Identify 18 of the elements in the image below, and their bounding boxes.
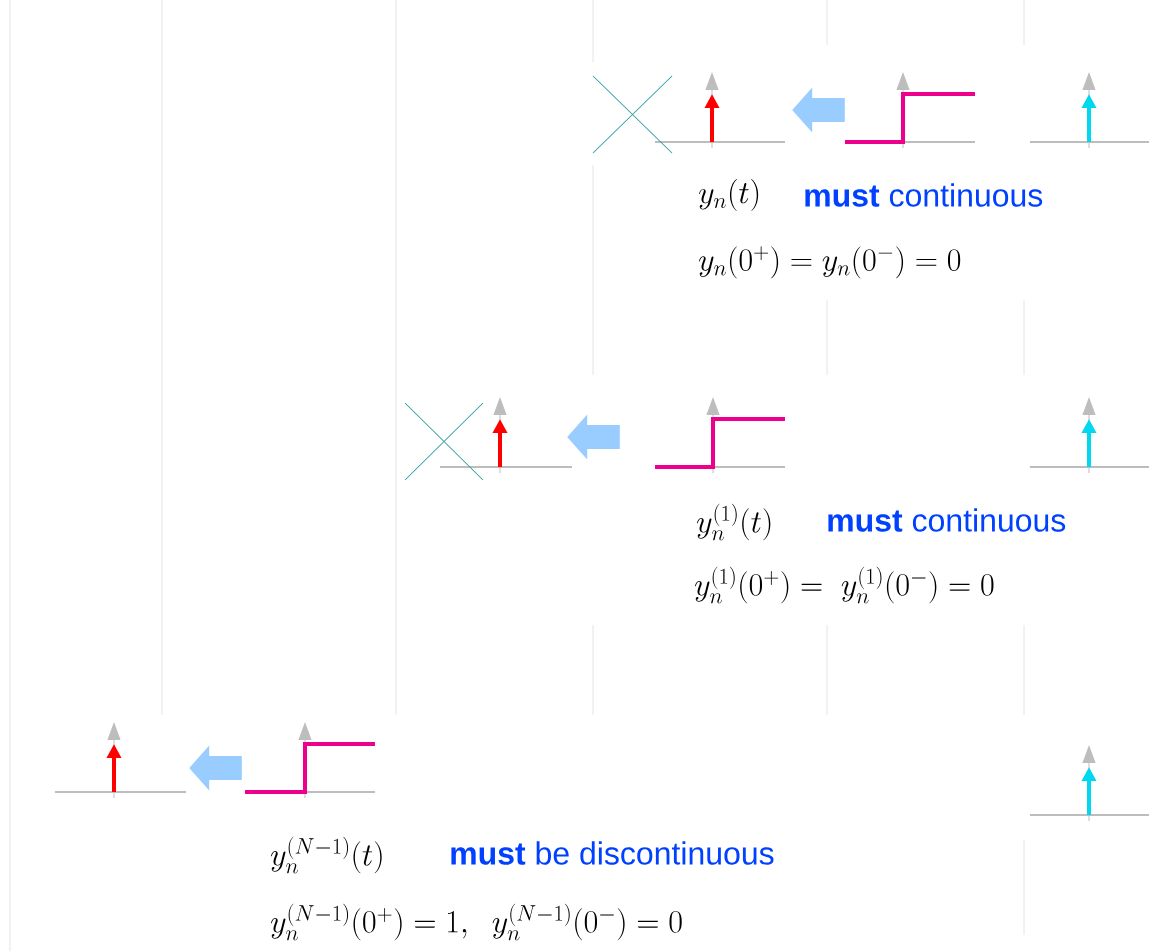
formula: $y_n^{(1)}(t)$ [697, 503, 771, 541]
impulse-plot [654, 73, 786, 149]
impulse-plot [1029, 73, 1149, 149]
formula: $y_n(0^+) = y_n(0^-) = 0$ [699, 246, 961, 279]
note-text: must continuous [805, 183, 1043, 207]
impulse-plot [1029, 746, 1149, 822]
formula: $y_n^{(N-1)}(t)$ [271, 836, 382, 874]
formula: $y_n(t)$ [699, 179, 759, 211]
impulse-plot [54, 723, 187, 799]
impulse-plot [439, 398, 573, 474]
impulse-plot [1029, 398, 1149, 474]
formula: $y_n^{(N-1)}(0^+) = 1,\ \ y_n^{(N-1)}(0^-) = 0$ [271, 903, 682, 941]
step-plot [244, 723, 376, 799]
note-text: must continuous [828, 508, 1066, 532]
step-plot [654, 398, 786, 474]
step-plot [844, 73, 976, 149]
note-text: must be discontinuous [451, 841, 774, 865]
formula: $y_n^{(1)}(0^+) =\ y_n^{(1)}(0^-) = 0$ [695, 566, 994, 604]
